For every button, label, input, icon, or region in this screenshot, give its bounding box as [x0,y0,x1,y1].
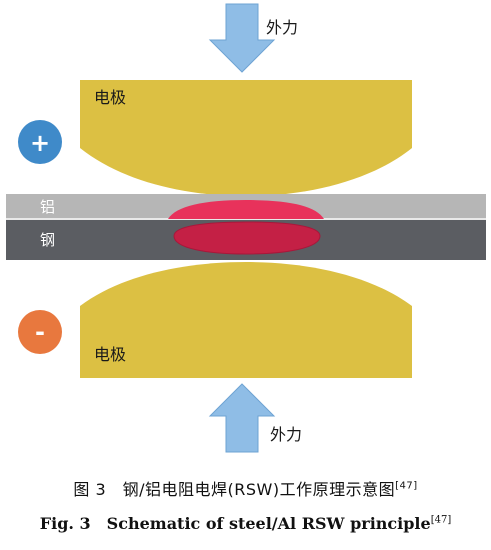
electrode-top [80,80,412,196]
caption-chinese-ref: [47] [395,480,418,492]
positive-pole-icon [18,120,62,164]
caption-english-text: Fig. 3 Schematic of steel/Al RSW princip… [39,514,431,533]
electrode-bottom-label: 电极 [94,345,126,364]
force-arrow-down [208,3,276,73]
plus-sign: + [30,129,50,157]
caption-english-ref: [47] [430,514,452,526]
force-label-bottom: 外力 [270,425,302,444]
caption-chinese-text: 图 3 钢/铝电阻电焊(RSW)工作原理示意图 [73,480,396,499]
weld-nugget-steel [173,221,321,255]
force-arrow-up [208,383,276,453]
weld-nugget-aluminum [168,200,324,219]
electrode-top-label: 电极 [94,88,126,107]
caption-english: Fig. 3 Schematic of steel/Al RSW princip… [0,510,491,534]
steel-label: 钢 [40,231,55,249]
caption-chinese: 图 3 钢/铝电阻电焊(RSW)工作原理示意图[47] [0,476,491,500]
electrode-bottom [80,262,412,378]
minus-sign: - [35,318,45,346]
aluminum-label: 铝 [40,198,55,216]
force-label-top: 外力 [266,18,298,37]
negative-pole-icon [18,310,62,354]
